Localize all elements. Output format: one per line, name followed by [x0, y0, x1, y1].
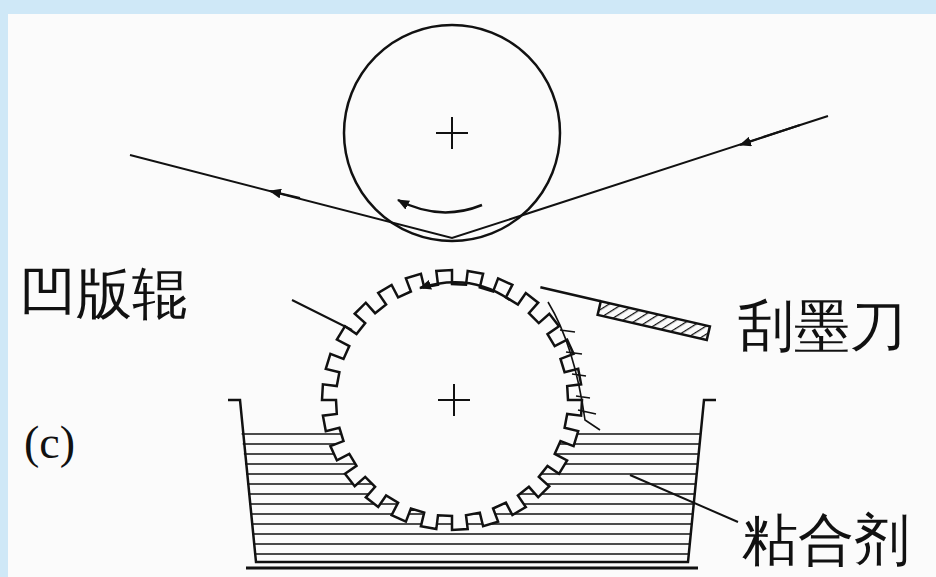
blade-label: 刮墨刀 [738, 298, 906, 354]
roller-label: 凹版辊 [20, 266, 188, 322]
rotation-arrow [420, 282, 510, 300]
doctor-blade [537, 287, 710, 340]
figure-tag: (c) [24, 420, 75, 466]
leader-line [292, 300, 352, 330]
leader-line [630, 475, 738, 522]
impression-roller [344, 25, 560, 241]
tray-bottom [246, 567, 698, 570]
adhesive-film [548, 302, 600, 430]
rotation-arrow [398, 200, 482, 212]
substrate-web [130, 116, 828, 238]
gravure-roller [322, 270, 582, 530]
adhesive-label: 粘合剂 [742, 512, 910, 568]
